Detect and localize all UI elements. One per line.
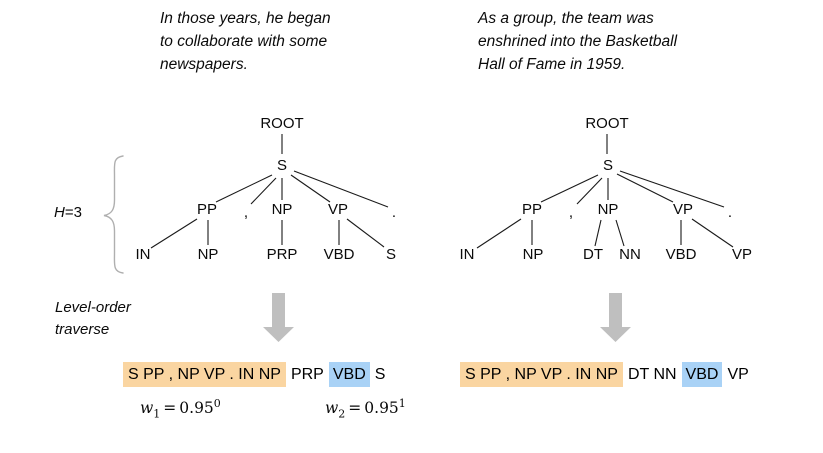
height-variable: H	[54, 204, 65, 221]
tree-node: ROOT	[260, 115, 304, 132]
tree-node: S	[602, 157, 614, 174]
sequence-token-highlight-blue: VBD	[328, 362, 370, 387]
tree-node: VP	[327, 201, 349, 218]
w2-subscript: 2	[338, 407, 346, 421]
tree-node: NP	[522, 246, 544, 263]
w1-base: 0.95	[179, 399, 214, 418]
tree-edge	[476, 218, 522, 249]
tree-edge	[594, 219, 602, 247]
tree-node: .	[727, 204, 733, 221]
tree-node: NP	[597, 201, 619, 218]
right-example-sentence: As a group, the team was enshrined into …	[478, 10, 678, 73]
tree-node: .	[391, 204, 397, 221]
height-brace	[103, 155, 124, 274]
weight-formula-2: w2=0.951	[325, 397, 406, 420]
tree-edge	[290, 174, 331, 203]
tree-node: S	[385, 246, 397, 263]
w2-exponent: 1	[398, 397, 406, 410]
tree-node: S	[276, 157, 288, 174]
weight-formula-1: w1=0.950	[140, 397, 221, 420]
sequence-token: DT NN	[627, 366, 677, 383]
tree-node: NN	[619, 246, 641, 263]
tree-node: VBD	[323, 246, 355, 263]
w1-exponent: 0	[213, 397, 221, 410]
down-arrow-icon	[600, 293, 631, 342]
left-example-sentence: In those years, he began to collaborate …	[160, 10, 331, 73]
tree-node: PRP	[266, 246, 298, 263]
tree-node: ROOT	[585, 115, 629, 132]
sequence-token: S	[374, 366, 386, 383]
w1-equals: =	[163, 399, 177, 418]
sequence-token: PRP	[290, 366, 324, 383]
tree-node: ,	[243, 204, 249, 221]
tree-edge	[616, 173, 674, 203]
sequence-token-highlight-blue: VBD	[681, 362, 723, 387]
tree-node: VP	[731, 246, 753, 263]
tree-node: VP	[672, 201, 694, 218]
tree-edge	[691, 218, 734, 248]
tree-edge	[150, 218, 198, 249]
tree-node: PP	[521, 201, 543, 218]
height-value: =3	[64, 204, 82, 221]
w2-variable: w	[325, 399, 339, 418]
tree-node: NP	[197, 246, 219, 263]
tree-node: NP	[271, 201, 293, 218]
sequence-token-highlight-orange: S PP , NP VP . IN NP	[123, 362, 286, 387]
down-arrow-icon	[263, 293, 294, 342]
tree-edge	[540, 174, 599, 203]
tree-height-label: H=3	[54, 204, 82, 221]
level-order-traverse-label: Level-order traverse	[55, 299, 131, 338]
tree-edge	[346, 218, 385, 248]
w2-base: 0.95	[364, 399, 399, 418]
tree-edges	[150, 134, 734, 249]
w1-variable: w	[140, 399, 154, 418]
tree-node: DT	[583, 246, 603, 263]
tree-node: IN	[135, 246, 151, 263]
tree-node: ,	[568, 204, 574, 221]
tree-edge	[615, 219, 625, 247]
sequence-token: VP	[727, 366, 749, 383]
tree-node: VBD	[665, 246, 697, 263]
w2-equals: =	[348, 399, 362, 418]
sequence-token-highlight-orange: S PP , NP VP . IN NP	[460, 362, 623, 387]
tree-edge	[215, 174, 273, 203]
tree-node: IN	[459, 246, 475, 263]
w1-subscript: 1	[153, 407, 161, 421]
tree-node: PP	[196, 201, 218, 218]
